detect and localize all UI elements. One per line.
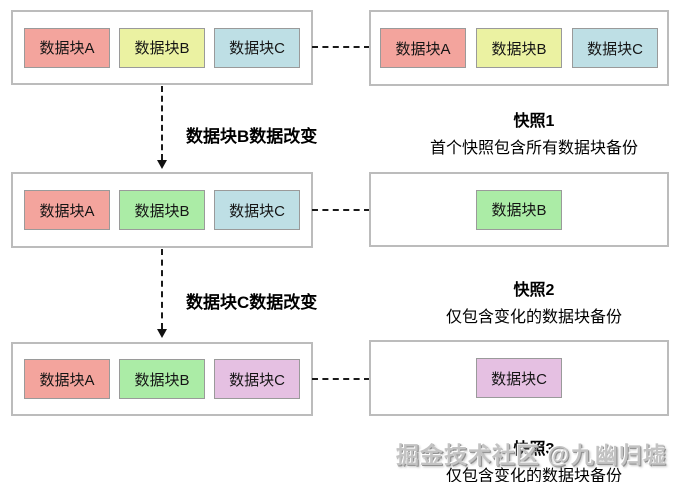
snapshot-box-3: 数据块C — [369, 340, 669, 416]
snapshot-1-title: 快照1 — [513, 113, 555, 130]
dashed-connector-2 — [312, 209, 370, 211]
disk-state-box-2: 数据块A 数据块B 数据块C — [11, 172, 313, 248]
data-block-c: 数据块C — [214, 190, 300, 230]
backup-block-c: 数据块C — [476, 358, 562, 398]
snapshot-3-title: 快照3 — [513, 441, 555, 458]
snapshot-box-2: 数据块B — [369, 172, 669, 247]
backup-block-b: 数据块B — [476, 28, 562, 68]
down-arrow-line-2 — [161, 249, 163, 329]
dashed-connector-1 — [312, 46, 370, 48]
backup-block-b: 数据块B — [476, 189, 562, 230]
transition-label-1: 数据块B数据改变 — [186, 127, 318, 146]
down-arrow-head-2 — [157, 329, 167, 338]
data-block-c: 数据块C — [214, 359, 300, 399]
disk-state-box-3: 数据块A 数据块B 数据块C — [11, 342, 313, 416]
snapshot-2-caption: 快照2 仅包含变化的数据块备份 — [384, 276, 682, 327]
snapshot-box-1: 数据块A 数据块B 数据块C — [369, 10, 669, 86]
snapshot-3-caption: 快照3 仅包含变化的数据块备份 — [384, 435, 682, 482]
data-block-b: 数据块B — [119, 27, 205, 68]
dashed-connector-3 — [312, 378, 370, 380]
snapshot-2-title: 快照2 — [513, 282, 555, 299]
down-arrow-line-1 — [161, 86, 163, 160]
transition-label-2: 数据块C数据改变 — [186, 293, 318, 312]
data-block-b: 数据块B — [119, 190, 205, 230]
data-block-b: 数据块B — [119, 359, 205, 399]
snapshot-1-subtitle: 首个快照包含所有数据块备份 — [429, 140, 638, 157]
data-block-c: 数据块C — [214, 27, 300, 68]
site-watermark: 掘金技术社区 @九幽归墟 — [396, 442, 667, 468]
down-arrow-head-1 — [157, 160, 167, 169]
disk-state-box-1: 数据块A 数据块B 数据块C — [11, 10, 313, 85]
snapshot-2-subtitle: 仅包含变化的数据块备份 — [445, 309, 622, 326]
data-block-a: 数据块A — [24, 359, 110, 399]
backup-block-c: 数据块C — [572, 28, 658, 68]
snapshot-1-caption: 快照1 首个快照包含所有数据块备份 — [384, 107, 682, 158]
snapshot-3-subtitle: 仅包含变化的数据块备份 — [445, 468, 622, 482]
backup-block-a: 数据块A — [380, 28, 466, 68]
data-block-a: 数据块A — [24, 190, 110, 230]
data-block-a: 数据块A — [24, 27, 110, 68]
